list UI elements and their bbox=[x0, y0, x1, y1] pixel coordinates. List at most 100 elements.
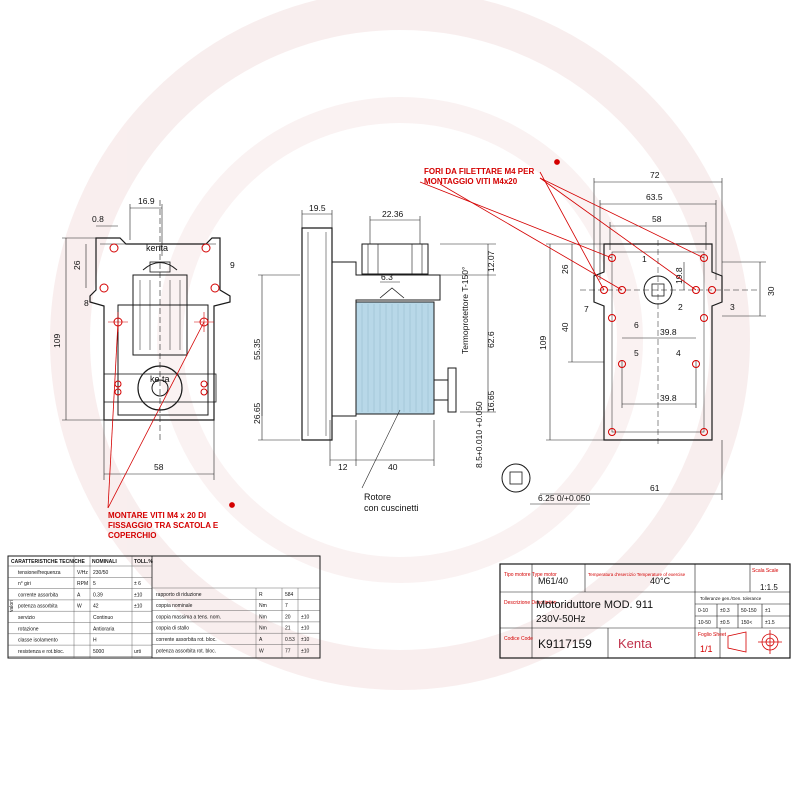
dim-63-5: 63.5 bbox=[646, 192, 663, 202]
spec-row-value: 20 bbox=[285, 614, 291, 620]
desc-line2: 230V-50Hz bbox=[536, 614, 585, 625]
spec-row-unit: A bbox=[77, 592, 81, 598]
callout-1: 1 bbox=[642, 254, 647, 264]
spec-row-label: rapporto di riduzione bbox=[156, 592, 202, 598]
dim-40: 40 bbox=[388, 462, 398, 472]
dim-109-right: 109 bbox=[538, 336, 548, 350]
spec-row-unit: Nm bbox=[259, 603, 267, 609]
callout-2: 2 bbox=[678, 302, 683, 312]
dim-26: 26 bbox=[72, 260, 82, 270]
tolerance-cell: 10-50 bbox=[698, 620, 711, 626]
mount-note-line2: FISSAGGIO TRA SCATOLA E bbox=[108, 521, 219, 530]
spec-row-label: n° giri bbox=[18, 581, 31, 587]
dim-22-36: 22.36 bbox=[382, 209, 404, 219]
spec-row-unit: V/Hz bbox=[77, 570, 88, 576]
spec-row-tol: ±10 bbox=[134, 604, 143, 610]
dim-12-07: 12.07 bbox=[486, 250, 496, 272]
dim-109: 109 bbox=[52, 334, 62, 348]
brand-label: kenta bbox=[146, 243, 168, 253]
front-view-labels: 16.9 0.8 26 109 58 kenta ke ta 8 9 bbox=[52, 196, 235, 472]
dim-39-8-a: 39.8 bbox=[660, 327, 677, 337]
dim-62-6: 62.6 bbox=[486, 331, 496, 348]
spec-row-unit: RPM bbox=[77, 581, 88, 587]
spec-row-value: Antioraria bbox=[93, 626, 115, 632]
spec-header-title: CARATTERISTICHE TECNICHE bbox=[11, 559, 85, 565]
tolerance-cell: ±0.5 bbox=[720, 620, 730, 626]
dim-shaft-6-25: 6.25 0/+0.050 bbox=[538, 493, 591, 503]
mount-note: MONTARE VITI M4 x 20 DI FISSAGGIO TRA SC… bbox=[108, 511, 219, 540]
spec-row-value: 77 bbox=[285, 648, 291, 654]
holes-note-line2: MONTAGGIO VITI M4x20 bbox=[424, 177, 518, 186]
spec-row-label: tensione/frequenza bbox=[18, 570, 61, 576]
code-label: Codice Code bbox=[504, 636, 533, 642]
scale-label: Scala Scale bbox=[752, 568, 779, 574]
spec-row-unit: Nm bbox=[259, 614, 267, 620]
spec-row-value: 584 bbox=[285, 592, 294, 598]
spec-side-label: valori bbox=[9, 600, 15, 612]
front-view bbox=[62, 200, 231, 480]
brand-kenta: Kenta bbox=[618, 636, 653, 651]
spec-row-tol: ±10 bbox=[301, 614, 310, 620]
dim-0-8: 0.8 bbox=[92, 214, 104, 224]
tolerance-cell: 50-150 bbox=[741, 608, 757, 614]
side-view-labels: 19.5 22.36 6.3 12.07 55.35 62.6 26.65 16… bbox=[252, 203, 496, 513]
spec-row-value: 5 bbox=[93, 581, 96, 587]
callout-9: 9 bbox=[230, 260, 235, 270]
dim-40-right: 40 bbox=[560, 322, 570, 332]
spec-row-label: resistenza e rot.bloc. bbox=[18, 649, 64, 655]
hub-label: ke ta bbox=[150, 374, 170, 384]
tolerance-cell: ±1.5 bbox=[765, 620, 775, 626]
spec-row-label: corrente assorbita rot. bloc. bbox=[156, 637, 217, 643]
spec-row-value: 7 bbox=[285, 603, 288, 609]
dim-58: 58 bbox=[154, 462, 164, 472]
dim-6-3: 6.3 bbox=[381, 272, 393, 282]
sheet-label: Foglio Sheet bbox=[698, 632, 727, 638]
dim-shaft-diameter: 8.5+0.010 +0.050 bbox=[474, 401, 484, 468]
tolerance-cell: 0-10 bbox=[698, 608, 708, 614]
rotor-label-1: Rotore bbox=[364, 492, 391, 502]
spec-row-unit: R bbox=[259, 592, 263, 598]
dim-19-5: 19.5 bbox=[309, 203, 326, 213]
spec-row-tol: ± 6 bbox=[134, 581, 141, 587]
spec-row-label: servizio bbox=[18, 615, 35, 621]
thermal-protector-label: Termoprotettore T-150° bbox=[460, 267, 470, 354]
desc-line1: Motoriduttore MOD. 911 bbox=[536, 599, 653, 611]
callout-7: 7 bbox=[584, 304, 589, 314]
spec-row-value: 5000 bbox=[93, 649, 104, 655]
rotor-label-2: con cuscinetti bbox=[364, 503, 419, 513]
spec-row-label: potenza assorbita bbox=[18, 604, 58, 610]
code-value: K9117159 bbox=[538, 637, 592, 651]
type-label: Tipo motore Type motor bbox=[504, 572, 557, 578]
dim-58-right: 58 bbox=[652, 214, 662, 224]
right-view-labels: 72 63.5 58 26 19.8 40 109 30 39.8 39.8 6… bbox=[424, 167, 776, 503]
temp-value: 40°C bbox=[650, 576, 671, 586]
dim-26-right: 26 bbox=[560, 264, 570, 274]
callout-5: 5 bbox=[634, 348, 639, 358]
spec-row-unit: Nm bbox=[259, 626, 267, 632]
dim-61: 61 bbox=[650, 483, 660, 493]
temp-label: Temperatura d'esercizio Temperature of e… bbox=[588, 572, 686, 577]
right-view bbox=[501, 178, 766, 505]
scale-value: 1:1.5 bbox=[760, 583, 778, 592]
dim-39-8-b: 39.8 bbox=[660, 393, 677, 403]
spec-row-value: H bbox=[93, 638, 97, 644]
sheet-value: 1/1 bbox=[700, 644, 713, 654]
spec-table: CARATTERISTICHE TECNICHE NOMINALI TOLL.%… bbox=[7, 555, 321, 659]
spec-row-tol: ±10 bbox=[301, 648, 310, 654]
holes-note-line1: FORI DA FILETTARE M4 PER bbox=[424, 167, 534, 176]
spec-row-value: 0.39 bbox=[93, 592, 103, 598]
dim-72: 72 bbox=[650, 170, 660, 180]
spec-row-value: 0.53 bbox=[285, 637, 295, 643]
dim-26-65: 26.65 bbox=[252, 402, 262, 424]
callout-6: 6 bbox=[634, 320, 639, 330]
spec-row-tol: ±10 bbox=[134, 592, 143, 598]
callout-4: 4 bbox=[676, 348, 681, 358]
dim-55-35: 55.35 bbox=[252, 338, 262, 360]
spec-row-unit: W bbox=[77, 604, 82, 610]
spec-row-value: Continuo bbox=[93, 615, 113, 621]
callout-8: 8 bbox=[84, 298, 89, 308]
spec-row-tol: ±10 bbox=[301, 637, 310, 643]
dim-16-9: 16.9 bbox=[138, 196, 155, 206]
spec-row-label: classe isolamento bbox=[18, 638, 58, 644]
